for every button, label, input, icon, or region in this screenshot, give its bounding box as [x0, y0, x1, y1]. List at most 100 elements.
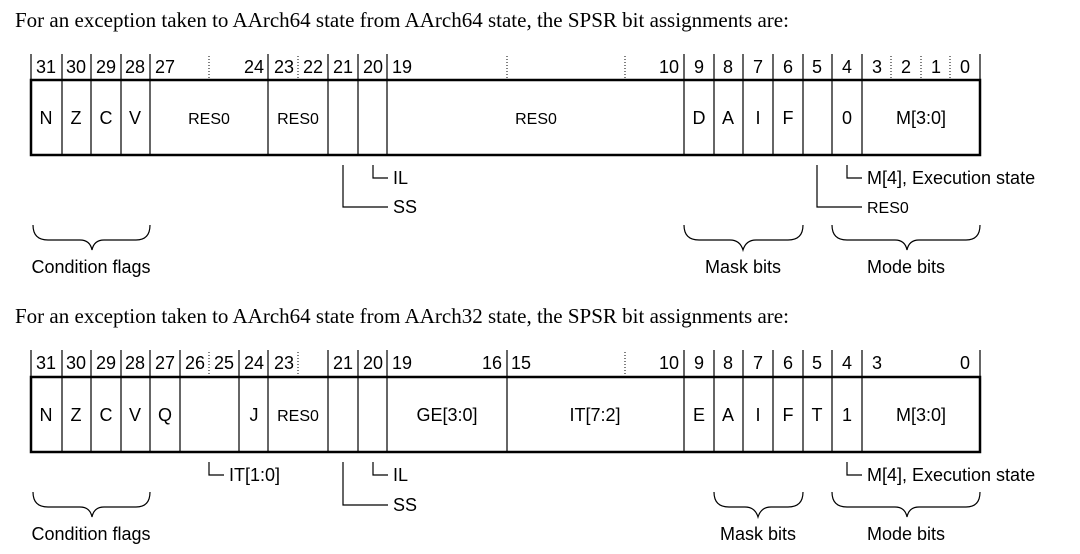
- bit-num: 3: [872, 353, 882, 373]
- group-braces-1: [32, 224, 981, 253]
- bit-num: 0: [960, 353, 970, 373]
- annot-m4: M[4], Execution state: [867, 168, 1035, 188]
- bit-num: 28: [125, 57, 145, 77]
- bit-num: 19: [392, 57, 412, 77]
- annot-ss: SS: [393, 197, 417, 217]
- field-d: D: [693, 108, 706, 128]
- fields-1: N Z C V RES0 RES0 RES0 D A I F 0 M[3:0]: [40, 108, 947, 128]
- field-c: C: [100, 405, 113, 425]
- field-n: N: [40, 108, 53, 128]
- field-dividers-2: [61, 377, 863, 452]
- bit-num: 27: [155, 353, 175, 373]
- caption-aarch32: For an exception taken to AArch64 state …: [15, 304, 789, 328]
- bit-num: 23: [274, 353, 294, 373]
- spsr-aarch64-diagram: 31 30 29 28 27 24 23 22 21 20 19 10 9 8 …: [29, 54, 1035, 277]
- field-it72: IT[7:2]: [569, 405, 620, 425]
- bit-num: 31: [36, 57, 56, 77]
- bit-num: 5: [812, 57, 822, 77]
- bit-num: 21: [333, 57, 353, 77]
- bit-num: 4: [842, 353, 852, 373]
- group-mode-bits: Mode bits: [867, 257, 945, 277]
- group-braces-2: [32, 491, 981, 520]
- group-condition-flags: Condition flags: [31, 257, 150, 277]
- group-mode-bits: Mode bits: [867, 524, 945, 544]
- bit-num: 20: [363, 57, 383, 77]
- annot-res0: RES0: [867, 200, 909, 217]
- field-a: A: [722, 405, 734, 425]
- field-t: T: [812, 405, 823, 425]
- bit-num: 3: [872, 57, 882, 77]
- field-f: F: [783, 405, 794, 425]
- field-res0: RES0: [515, 111, 557, 128]
- annot-it10: IT[1:0]: [229, 465, 280, 485]
- bit-num: 24: [244, 57, 264, 77]
- field-a: A: [722, 108, 734, 128]
- bit-num: 7: [753, 57, 763, 77]
- field-q: Q: [158, 405, 172, 425]
- field-z: Z: [71, 405, 82, 425]
- caption-aarch64: For an exception taken to AArch64 state …: [15, 8, 789, 32]
- annot-ss: SS: [393, 495, 417, 515]
- field-m30: M[3:0]: [896, 405, 946, 425]
- bit-num: 8: [723, 353, 733, 373]
- group-mask-bits: Mask bits: [705, 257, 781, 277]
- group-mask-bits: Mask bits: [720, 524, 796, 544]
- bit-num: 7: [753, 353, 763, 373]
- bit-num: 6: [783, 353, 793, 373]
- annot-il: IL: [393, 168, 408, 188]
- bit-num: 28: [125, 353, 145, 373]
- spsr-aarch32-diagram: 31 30 29 28 27 26 25 24 23 21 20 19 16 1…: [29, 350, 1035, 544]
- bit-num: 30: [66, 57, 86, 77]
- field-m4: 1: [842, 405, 852, 425]
- bit-num: 20: [363, 353, 383, 373]
- bit-num: 1: [931, 57, 941, 77]
- bit-num: 6: [783, 57, 793, 77]
- bit-num: 5: [812, 353, 822, 373]
- bit-num: 21: [333, 353, 353, 373]
- field-res0: RES0: [277, 408, 319, 425]
- field-n: N: [40, 405, 53, 425]
- leader-lines-2: [208, 462, 862, 506]
- fields-2: N Z C V Q J RES0 GE[3:0] IT[7:2] E A I F…: [40, 405, 947, 425]
- register-box-1: [29, 78, 982, 157]
- bit-num: 30: [66, 353, 86, 373]
- bit-num: 29: [96, 353, 116, 373]
- leader-lines-1: [342, 165, 862, 208]
- bit-num: 24: [244, 353, 264, 373]
- bit-num: 15: [511, 353, 531, 373]
- field-v: V: [129, 405, 141, 425]
- annot-il: IL: [393, 465, 408, 485]
- bit-num: 23: [274, 57, 294, 77]
- bit-num: 0: [960, 57, 970, 77]
- field-i: I: [755, 108, 760, 128]
- field-m4: 0: [842, 108, 852, 128]
- field-f: F: [783, 108, 794, 128]
- bit-num: 31: [36, 353, 56, 373]
- bit-num: 9: [694, 353, 704, 373]
- group-condition-flags: Condition flags: [31, 524, 150, 544]
- bit-ruler-2: [30, 350, 981, 377]
- field-ge: GE[3:0]: [416, 405, 477, 425]
- bit-num: 10: [659, 57, 679, 77]
- field-res0: RES0: [188, 111, 230, 128]
- field-j: J: [250, 405, 259, 425]
- field-e: E: [693, 405, 705, 425]
- bit-num: 4: [842, 57, 852, 77]
- field-dividers-1: [61, 80, 863, 155]
- field-c: C: [100, 108, 113, 128]
- bit-num: 10: [659, 353, 679, 373]
- bit-num: 9: [694, 57, 704, 77]
- field-i: I: [755, 405, 760, 425]
- field-m30: M[3:0]: [896, 108, 946, 128]
- register-box-2: [29, 375, 982, 454]
- field-v: V: [129, 108, 141, 128]
- field-z: Z: [71, 108, 82, 128]
- bit-numbers-2: 31 30 29 28 27 26 25 24 23 21 20 19 16 1…: [36, 353, 970, 373]
- bit-num: 25: [214, 353, 234, 373]
- bit-num: 8: [723, 57, 733, 77]
- bit-num: 22: [303, 57, 323, 77]
- bit-num: 19: [392, 353, 412, 373]
- bit-num: 29: [96, 57, 116, 77]
- field-res0: RES0: [277, 111, 319, 128]
